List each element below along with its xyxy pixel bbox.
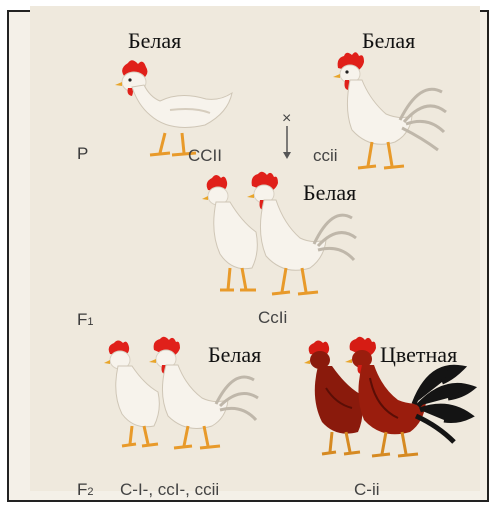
f1-genotype: CcIi — [258, 308, 287, 328]
cross-symbol: × — [282, 110, 291, 128]
f2-colored-phenotype-label: Цветная — [380, 342, 457, 368]
f1-phenotype-label: Белая — [303, 180, 356, 206]
p-hen-genotype: CCII — [188, 146, 222, 166]
generation-f2-label: F2 — [77, 480, 94, 500]
f1-letter: F — [77, 310, 87, 329]
f2-white-genotypes: C-I-, ccI-, ccii — [120, 480, 219, 500]
generation-p-label: P — [77, 144, 88, 164]
p-rooster-phenotype-label: Белая — [362, 28, 415, 54]
f2-colored-genotype: C-ii — [354, 480, 380, 500]
f1-subscript: 1 — [87, 316, 93, 328]
f2-subscript: 2 — [87, 486, 93, 498]
generation-f1-label: F1 — [77, 310, 94, 330]
f2-white-phenotype-label: Белая — [208, 342, 261, 368]
p-rooster-icon — [330, 50, 450, 175]
f2-letter: F — [77, 480, 87, 499]
p-rooster-genotype: ccii — [313, 146, 338, 166]
p-hen-phenotype-label: Белая — [128, 28, 181, 54]
